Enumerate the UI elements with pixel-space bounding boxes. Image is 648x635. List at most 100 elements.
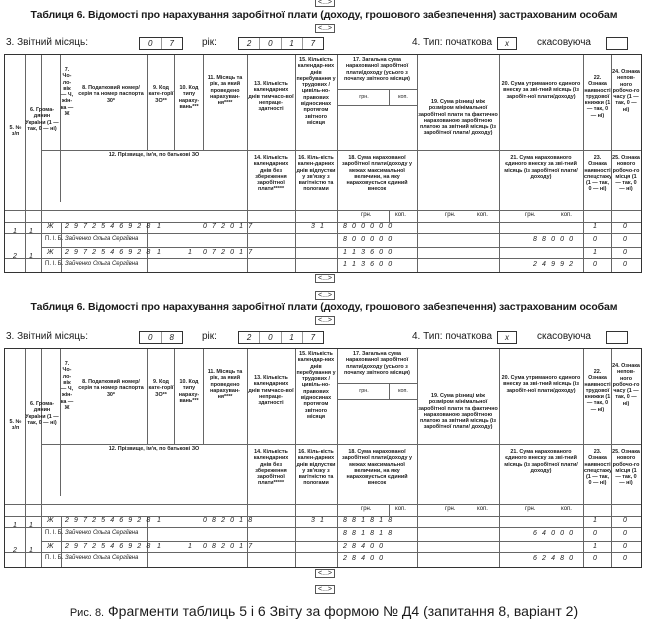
flag-23: 0 bbox=[593, 236, 599, 243]
year-digit: 0 bbox=[260, 332, 282, 343]
flag-25: 0 bbox=[623, 530, 629, 537]
arrow-tag-2c: <...> bbox=[315, 569, 335, 578]
citizen-value: 1 bbox=[29, 253, 35, 260]
header-c14: 14. Кількість календарних днів без збере… bbox=[253, 449, 289, 487]
year-digit: 2 bbox=[239, 38, 261, 49]
year-label-1: рік: bbox=[202, 37, 217, 48]
flag-22: 1 bbox=[593, 517, 599, 524]
month-year: 0 7 2 0 1 7 bbox=[203, 249, 254, 256]
header-c16: 16. Кіль-кість кален-дарних днів відпуст… bbox=[296, 449, 336, 487]
grn-label-19: грн. bbox=[445, 212, 456, 218]
figure-caption: Рис. 8. Фрагменти таблиць 5 і 6 Звіту за… bbox=[0, 603, 648, 619]
grn-label-18: грн. bbox=[361, 506, 372, 512]
year-digit: 1 bbox=[282, 332, 303, 343]
citizen-value: 1 bbox=[29, 228, 35, 235]
month-field-1[interactable]: 0 7 bbox=[139, 37, 183, 50]
cancel-checkbox-1[interactable] bbox=[606, 37, 628, 50]
header-c14: 14. Кількість календарних днів без збере… bbox=[253, 155, 289, 193]
pib-value: Зайченко Ольга Сергіївна bbox=[65, 530, 139, 536]
table-row: 1 bbox=[13, 228, 19, 235]
year-digit: 1 bbox=[282, 38, 303, 49]
year-digit: 2 bbox=[239, 332, 261, 343]
header-c22: 22. Ознака наявності трудової книжки (1 … bbox=[584, 75, 611, 119]
month-field-2[interactable]: 0 8 bbox=[139, 331, 183, 344]
month-year: 0 7 2 0 1 7 bbox=[203, 223, 254, 230]
month-label-1: 3. Звітний місяць: bbox=[6, 37, 88, 48]
year-digit: 0 bbox=[260, 38, 282, 49]
header-c21: 21. Сума нарахованого єдиного внеску за … bbox=[504, 155, 578, 180]
sex-value: Ж bbox=[47, 223, 56, 230]
initial-checkbox-2[interactable]: x bbox=[497, 331, 517, 344]
pib-label: П. І. Б. bbox=[45, 236, 64, 242]
header-c20: 20. Сума утриманого єдиного внеску за зв… bbox=[501, 375, 581, 394]
type-label-2: 4. Тип: початкова bbox=[412, 331, 493, 342]
year-digit: 7 bbox=[310, 39, 316, 48]
header-kop-1: коп. bbox=[398, 94, 408, 100]
citizen-value: 1 bbox=[29, 522, 35, 529]
header-c5: 5. № з/п bbox=[9, 125, 22, 138]
month-label-2: 3. Звітний місяць: bbox=[6, 331, 88, 342]
cancel-label-1: скасовуюча bbox=[537, 37, 591, 48]
sum-18: 8 8 1 8 1 8 bbox=[343, 530, 394, 537]
caption-text: Фрагменти таблиць 5 і 6 Звіту за формою … bbox=[108, 603, 579, 619]
arrow-tag-2d: <...> bbox=[315, 585, 335, 594]
tax-number: 2 9 7 2 5 4 6 9 2 8 bbox=[65, 543, 152, 550]
report-form-1: 5. № з/п 6. Грома-дянин України (1 — так… bbox=[4, 54, 642, 273]
initial-checkbox-1[interactable]: x bbox=[497, 37, 517, 50]
sum-17: 8 0 0 0 0 0 bbox=[343, 223, 394, 230]
category-code: 1 bbox=[157, 543, 163, 550]
type-label-1: 4. Тип: початкова bbox=[412, 37, 493, 48]
flag-25: 0 bbox=[623, 236, 629, 243]
sum-21: 6 2 4 8 0 bbox=[533, 555, 575, 562]
tax-number: 2 9 7 2 5 4 6 9 2 8 bbox=[65, 223, 152, 230]
header-c16: 16. Кіль-кість кален-дарних днів відпуст… bbox=[296, 155, 336, 193]
table-title-1: Таблиця 6. Відомості про нарахування зар… bbox=[30, 9, 618, 21]
sum-21: 2 4 9 9 2 bbox=[533, 261, 575, 268]
sum-18: 1 1 3 6 0 0 bbox=[343, 261, 394, 268]
header-c8: 8. Податковий номер/серія та номер паспо… bbox=[78, 85, 144, 104]
header-c19: 19. Сума різниці між розміром мінімально… bbox=[418, 393, 498, 431]
cancel-checkbox-2[interactable] bbox=[606, 331, 628, 344]
kop-label-19: коп. bbox=[477, 506, 488, 512]
sex-value: Ж bbox=[47, 249, 56, 256]
header-c12: 12. Прізвище, ім'я, по батькові ЗО bbox=[108, 446, 200, 452]
header-c7: 7. Чо-ло-вік — Ч, жін-ка — Ж bbox=[60, 361, 74, 412]
table-title-2: Таблиця 6. Відомості про нарахування зар… bbox=[30, 301, 618, 313]
year-field-2[interactable]: 2 0 1 7 bbox=[238, 331, 324, 344]
table-row: 1 bbox=[13, 522, 19, 529]
pib-value: Зайченко Ольга Сергіївна bbox=[65, 555, 139, 561]
month-digit: 8 bbox=[169, 333, 174, 342]
header-c18: 18. Сума нарахованої заробітної плати/до… bbox=[342, 449, 412, 487]
header-c11: 11. Місяць та рік, за який проведено нар… bbox=[207, 75, 243, 107]
header-c22: 22. Ознака наявності трудової книжки (1 … bbox=[584, 369, 611, 413]
tax-number: 2 9 7 2 5 4 6 9 2 8 bbox=[65, 249, 152, 256]
header-c15: 15. Кількість календар-них днів перебува… bbox=[296, 57, 336, 126]
year-field-1[interactable]: 2 0 1 7 bbox=[238, 37, 324, 50]
header-c6: 6. Грома-дянин України (1 — так, 0 — ні) bbox=[25, 401, 59, 426]
arrow-tag-1c: <...> bbox=[315, 274, 335, 283]
sum-18: 8 0 0 0 0 0 bbox=[343, 236, 394, 243]
flag-22: 1 bbox=[593, 543, 599, 550]
citizen-value: 1 bbox=[29, 547, 35, 554]
year-digit: 7 bbox=[310, 333, 316, 342]
flag-24: 0 bbox=[623, 543, 629, 550]
month-year: 0 8 2 0 1 7 bbox=[203, 543, 254, 550]
accrual-code: 1 bbox=[188, 249, 194, 256]
sum-18: 2 8 4 0 0 bbox=[343, 555, 385, 562]
header-c11: 11. Місяць та рік, за який проведено нар… bbox=[207, 369, 243, 401]
tax-number: 2 9 7 2 5 4 6 9 2 8 bbox=[65, 517, 152, 524]
header-c23: 23. Ознака наявності спецстажу (1 — так,… bbox=[584, 449, 611, 487]
days-15: 3 1 bbox=[311, 517, 326, 524]
pib-value: Зайченко Ольга Сергіївна bbox=[65, 236, 139, 242]
arrow-tag-1b: <...> bbox=[315, 24, 335, 33]
grn-label-18: грн. bbox=[361, 212, 372, 218]
header-c23: 23. Ознака наявності спецстажу (1 — так,… bbox=[584, 155, 611, 193]
flag-24: 0 bbox=[623, 249, 629, 256]
header-c13: 13. Кількість календарних днів тимчасо-в… bbox=[248, 375, 294, 407]
month-year: 0 8 2 0 1 8 bbox=[203, 517, 254, 524]
header-c19: 19. Сума різниці між розміром мінімально… bbox=[418, 99, 498, 137]
header-c6: 6. Грома-дянин України (1 — так, 0 — ні) bbox=[25, 107, 59, 132]
sex-value: Ж bbox=[47, 543, 56, 550]
pib-label: П. І. Б. bbox=[45, 555, 64, 561]
accrual-code: 1 bbox=[188, 543, 194, 550]
